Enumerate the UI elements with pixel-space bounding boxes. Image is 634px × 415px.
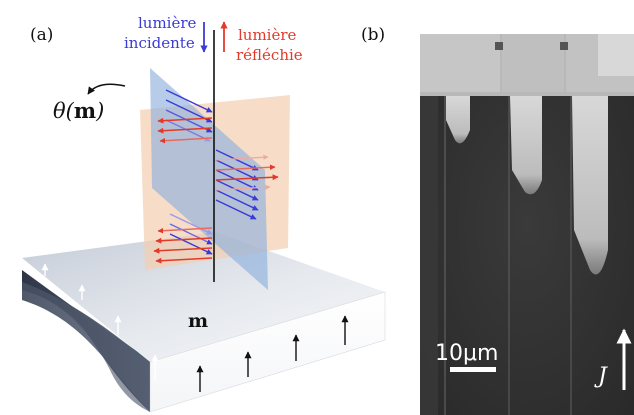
reflected-label-line1: lumière: [238, 26, 297, 44]
slab-top-face: [22, 232, 385, 362]
panel-b-label: (b): [361, 25, 385, 45]
panel-b-image: 10μm J: [420, 34, 634, 415]
reflected-rays: [153, 117, 279, 264]
rotation-arrow: [87, 83, 126, 95]
theta-label: θ(m): [53, 98, 104, 123]
incident-label-line2: incidente: [124, 34, 195, 52]
scale-bar: [450, 367, 496, 372]
incident-plane: [150, 68, 268, 290]
magnetization-label: m: [188, 310, 208, 332]
current-label: J: [594, 364, 608, 389]
panel-a-label: (a): [30, 25, 53, 45]
incident-label-line1: lumière: [138, 14, 197, 32]
domain-3: [572, 96, 608, 275]
domain-1: [446, 96, 470, 144]
panel-a: (a) m: [22, 14, 386, 413]
domain-2: [510, 96, 542, 195]
reflected-label-line2: réfléchie: [236, 46, 303, 64]
scale-bar-label: 10μm: [435, 341, 498, 366]
magnetic-slab: m: [22, 232, 386, 413]
